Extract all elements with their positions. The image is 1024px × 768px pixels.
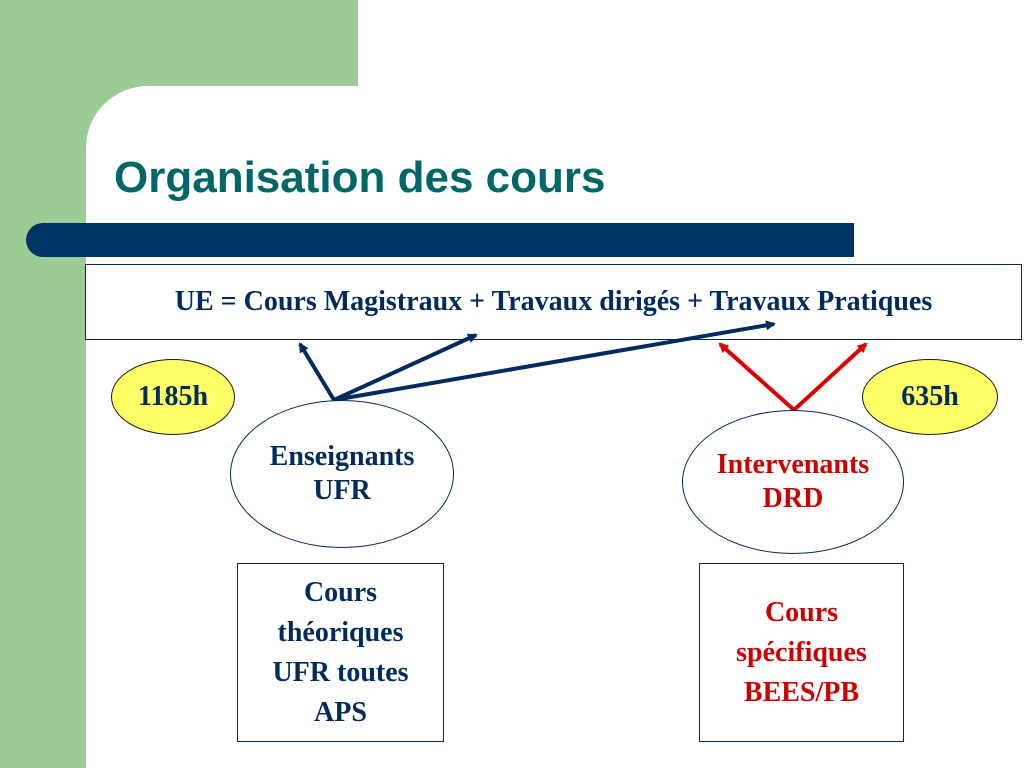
- cours-theoriques-box: Cours théoriques UFR toutes APS: [237, 563, 444, 742]
- cours-specifiques-box: Cours spécifiques BEES/PB: [699, 563, 904, 742]
- course-line: Cours: [303, 576, 378, 608]
- ue-equation-box: UE = Cours Magistraux + Travaux dirigés …: [85, 264, 1022, 340]
- course-line: théoriques: [277, 616, 404, 648]
- enseignants-ufr-ellipse: Enseignants UFR: [230, 400, 454, 548]
- course-line: Cours: [764, 596, 839, 628]
- group-label-line1: Enseignants: [269, 441, 415, 472]
- group-label-line2: DRD: [762, 483, 824, 514]
- title-underline-bar: [26, 223, 854, 257]
- hours-badge-right: 635h: [862, 359, 998, 435]
- course-line: APS: [314, 696, 367, 728]
- course-line: BEES/PB: [743, 676, 860, 708]
- course-line: UFR toutes: [272, 656, 409, 688]
- intervenants-drd-ellipse: Intervenants DRD: [682, 410, 904, 554]
- slide-title: Organisation des cours: [114, 153, 606, 202]
- course-line: spécifiques: [736, 636, 867, 668]
- group-label-line1: Intervenants: [716, 449, 870, 480]
- hours-badge-left: 1185h: [111, 359, 235, 435]
- group-label-line2: UFR: [313, 475, 371, 506]
